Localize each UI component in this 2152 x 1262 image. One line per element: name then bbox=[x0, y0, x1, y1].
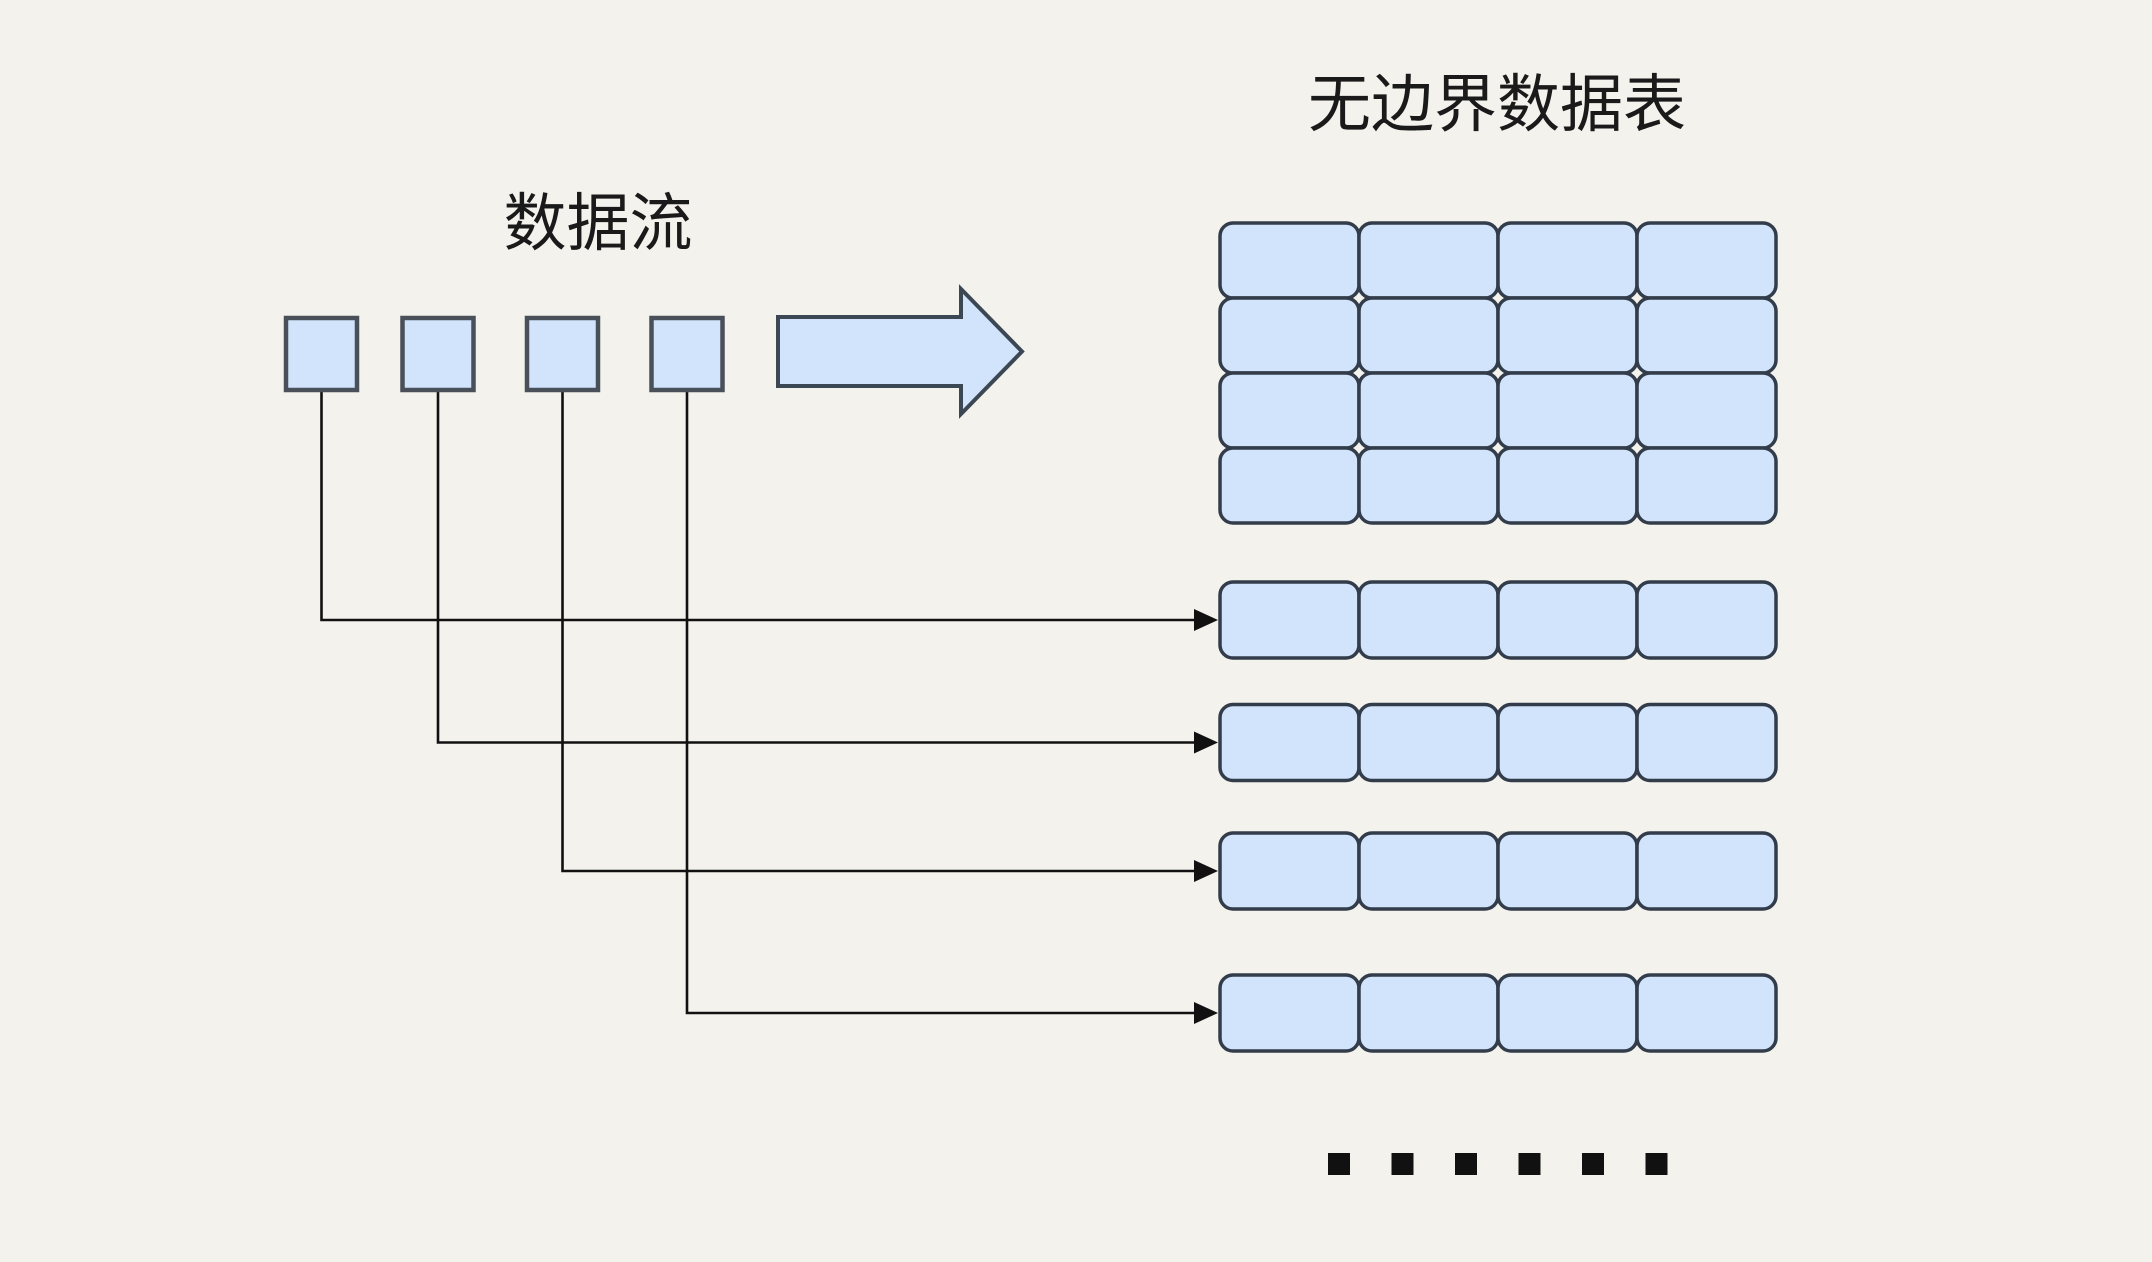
ellipsis-dot bbox=[1645, 1153, 1668, 1175]
ellipsis-dot bbox=[1391, 1153, 1414, 1175]
table-cell bbox=[1218, 973, 1361, 1053]
grid-row bbox=[1218, 221, 1778, 300]
stream-element bbox=[283, 315, 360, 393]
arrowhead-icon bbox=[1194, 860, 1218, 882]
table-row bbox=[1218, 580, 1778, 660]
flow-arrow-icon bbox=[776, 284, 1025, 419]
table-cell bbox=[1635, 371, 1778, 450]
connector-line bbox=[320, 389, 1198, 622]
grid-row bbox=[1218, 371, 1778, 450]
table-cell bbox=[1635, 580, 1778, 660]
connector bbox=[320, 389, 1218, 631]
stream-element bbox=[649, 315, 725, 393]
ellipsis-dot bbox=[1455, 1153, 1477, 1175]
connector bbox=[685, 389, 1218, 1024]
table-cell bbox=[1496, 831, 1639, 911]
connector bbox=[561, 389, 1218, 882]
arrowhead-icon bbox=[1194, 609, 1218, 631]
table-cell bbox=[1218, 296, 1361, 375]
table-cell bbox=[1357, 371, 1500, 450]
table-row bbox=[1218, 973, 1778, 1053]
table-cell bbox=[1218, 371, 1361, 450]
table-cell bbox=[1357, 296, 1500, 375]
table-cell bbox=[1635, 296, 1778, 375]
grid-row bbox=[1218, 446, 1778, 525]
table-cell bbox=[1635, 702, 1778, 783]
unbounded-table-title: 无边界数据表 bbox=[1308, 70, 1686, 140]
connector-line bbox=[561, 389, 1198, 873]
stream-element bbox=[400, 315, 476, 393]
ellipsis-dot bbox=[1582, 1153, 1604, 1175]
ellipsis-dot bbox=[1518, 1153, 1541, 1175]
stream-squares bbox=[283, 315, 725, 393]
table-cell bbox=[1635, 221, 1778, 300]
arrowhead-icon bbox=[1194, 1002, 1218, 1024]
table-cell bbox=[1218, 702, 1361, 783]
table-cell bbox=[1496, 973, 1639, 1053]
table-cell bbox=[1496, 446, 1639, 525]
unbounded-table-grid bbox=[1218, 221, 1778, 525]
table-cell bbox=[1496, 221, 1639, 300]
table-cell bbox=[1635, 831, 1778, 911]
table-row bbox=[1218, 702, 1778, 783]
table-cell bbox=[1218, 221, 1361, 300]
connectors bbox=[320, 389, 1218, 1024]
table-cell bbox=[1218, 446, 1361, 525]
table-cell bbox=[1357, 973, 1500, 1053]
table-cell bbox=[1357, 580, 1500, 660]
table-cell bbox=[1357, 831, 1500, 911]
table-cell bbox=[1635, 446, 1778, 525]
table-cell bbox=[1496, 702, 1639, 783]
ellipsis-dot bbox=[1328, 1153, 1350, 1175]
connector bbox=[436, 389, 1218, 754]
table-cell bbox=[1496, 371, 1639, 450]
table-cell bbox=[1496, 296, 1639, 375]
unbounded-table-rows bbox=[1218, 580, 1778, 1053]
table-cell bbox=[1218, 580, 1361, 660]
arrowhead-icon bbox=[1194, 731, 1218, 754]
table-cell bbox=[1357, 702, 1500, 783]
connector-line bbox=[436, 389, 1198, 744]
table-row bbox=[1218, 831, 1778, 911]
stream-title: 数据流 bbox=[504, 189, 693, 259]
connector-line bbox=[685, 389, 1198, 1015]
table-cell bbox=[1357, 221, 1500, 300]
ellipsis-dots bbox=[1328, 1153, 1668, 1175]
grid-row bbox=[1218, 296, 1778, 375]
stream-element bbox=[524, 315, 601, 393]
table-cell bbox=[1635, 973, 1778, 1053]
table-cell bbox=[1357, 446, 1500, 525]
table-cell bbox=[1496, 580, 1639, 660]
table-cell bbox=[1218, 831, 1361, 911]
